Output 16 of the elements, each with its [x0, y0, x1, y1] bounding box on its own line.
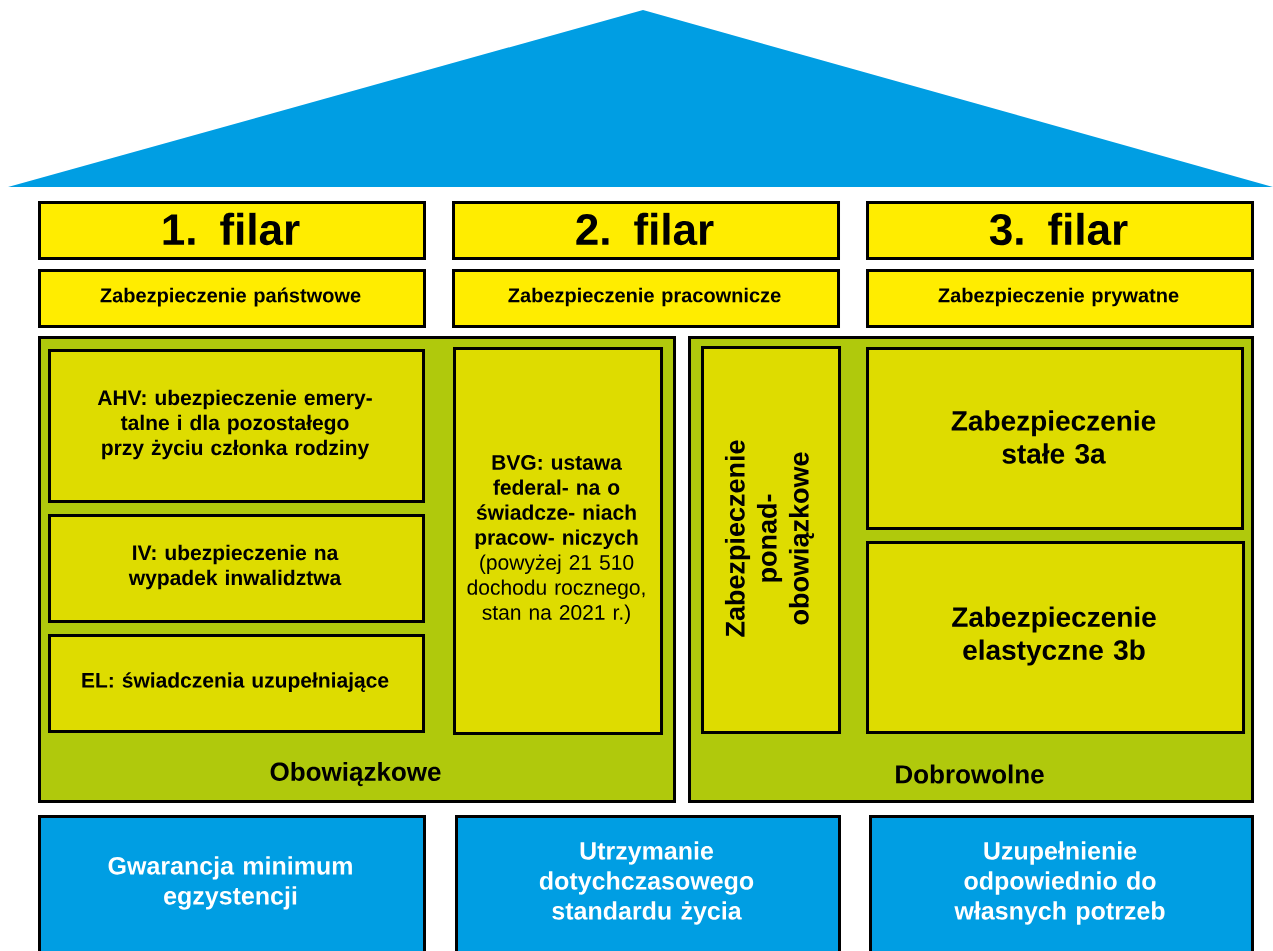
goal-box: Utrzymanie dotychczasowego standardu życia	[455, 815, 841, 951]
scheme-box: BVG: ustawa federal- na o świadcze- niach pracow- niczych (powyżej 21 510 dochodu rocznego, stan na 2021 r.)	[453, 347, 663, 735]
scheme-box: Zabezpieczenie ponad- obowiązkowe	[701, 346, 841, 734]
scheme-box: IV: ubezpieczenie na wypadek inwalidztwa	[48, 514, 425, 623]
category-box: Zabezpieczenie pracownicze	[452, 269, 840, 328]
scheme-box: Zabezpieczenie stałe 3a	[866, 347, 1244, 530]
goal-box: Uzupełnienie odpowiednio do własnych potrzeb	[869, 815, 1254, 951]
category-box: Zabezpieczenie prywatne	[866, 269, 1254, 328]
filar-box: 2. filar	[452, 201, 840, 260]
filar-box: 3. filar	[866, 201, 1254, 260]
scheme-box: Zabezpieczenie elastyczne 3b	[866, 541, 1245, 734]
scheme-box: AHV: ubezpieczenie emery- talne i dla pozostałego przy życiu członka rodziny	[48, 349, 425, 503]
goal-box: Gwarancja minimum egzystencji	[38, 815, 426, 951]
filar-box: 1. filar	[38, 201, 426, 260]
scheme-box: EL: świadczenia uzupełniające	[48, 634, 425, 733]
category-box: Zabezpieczenie państwowe	[38, 269, 426, 328]
